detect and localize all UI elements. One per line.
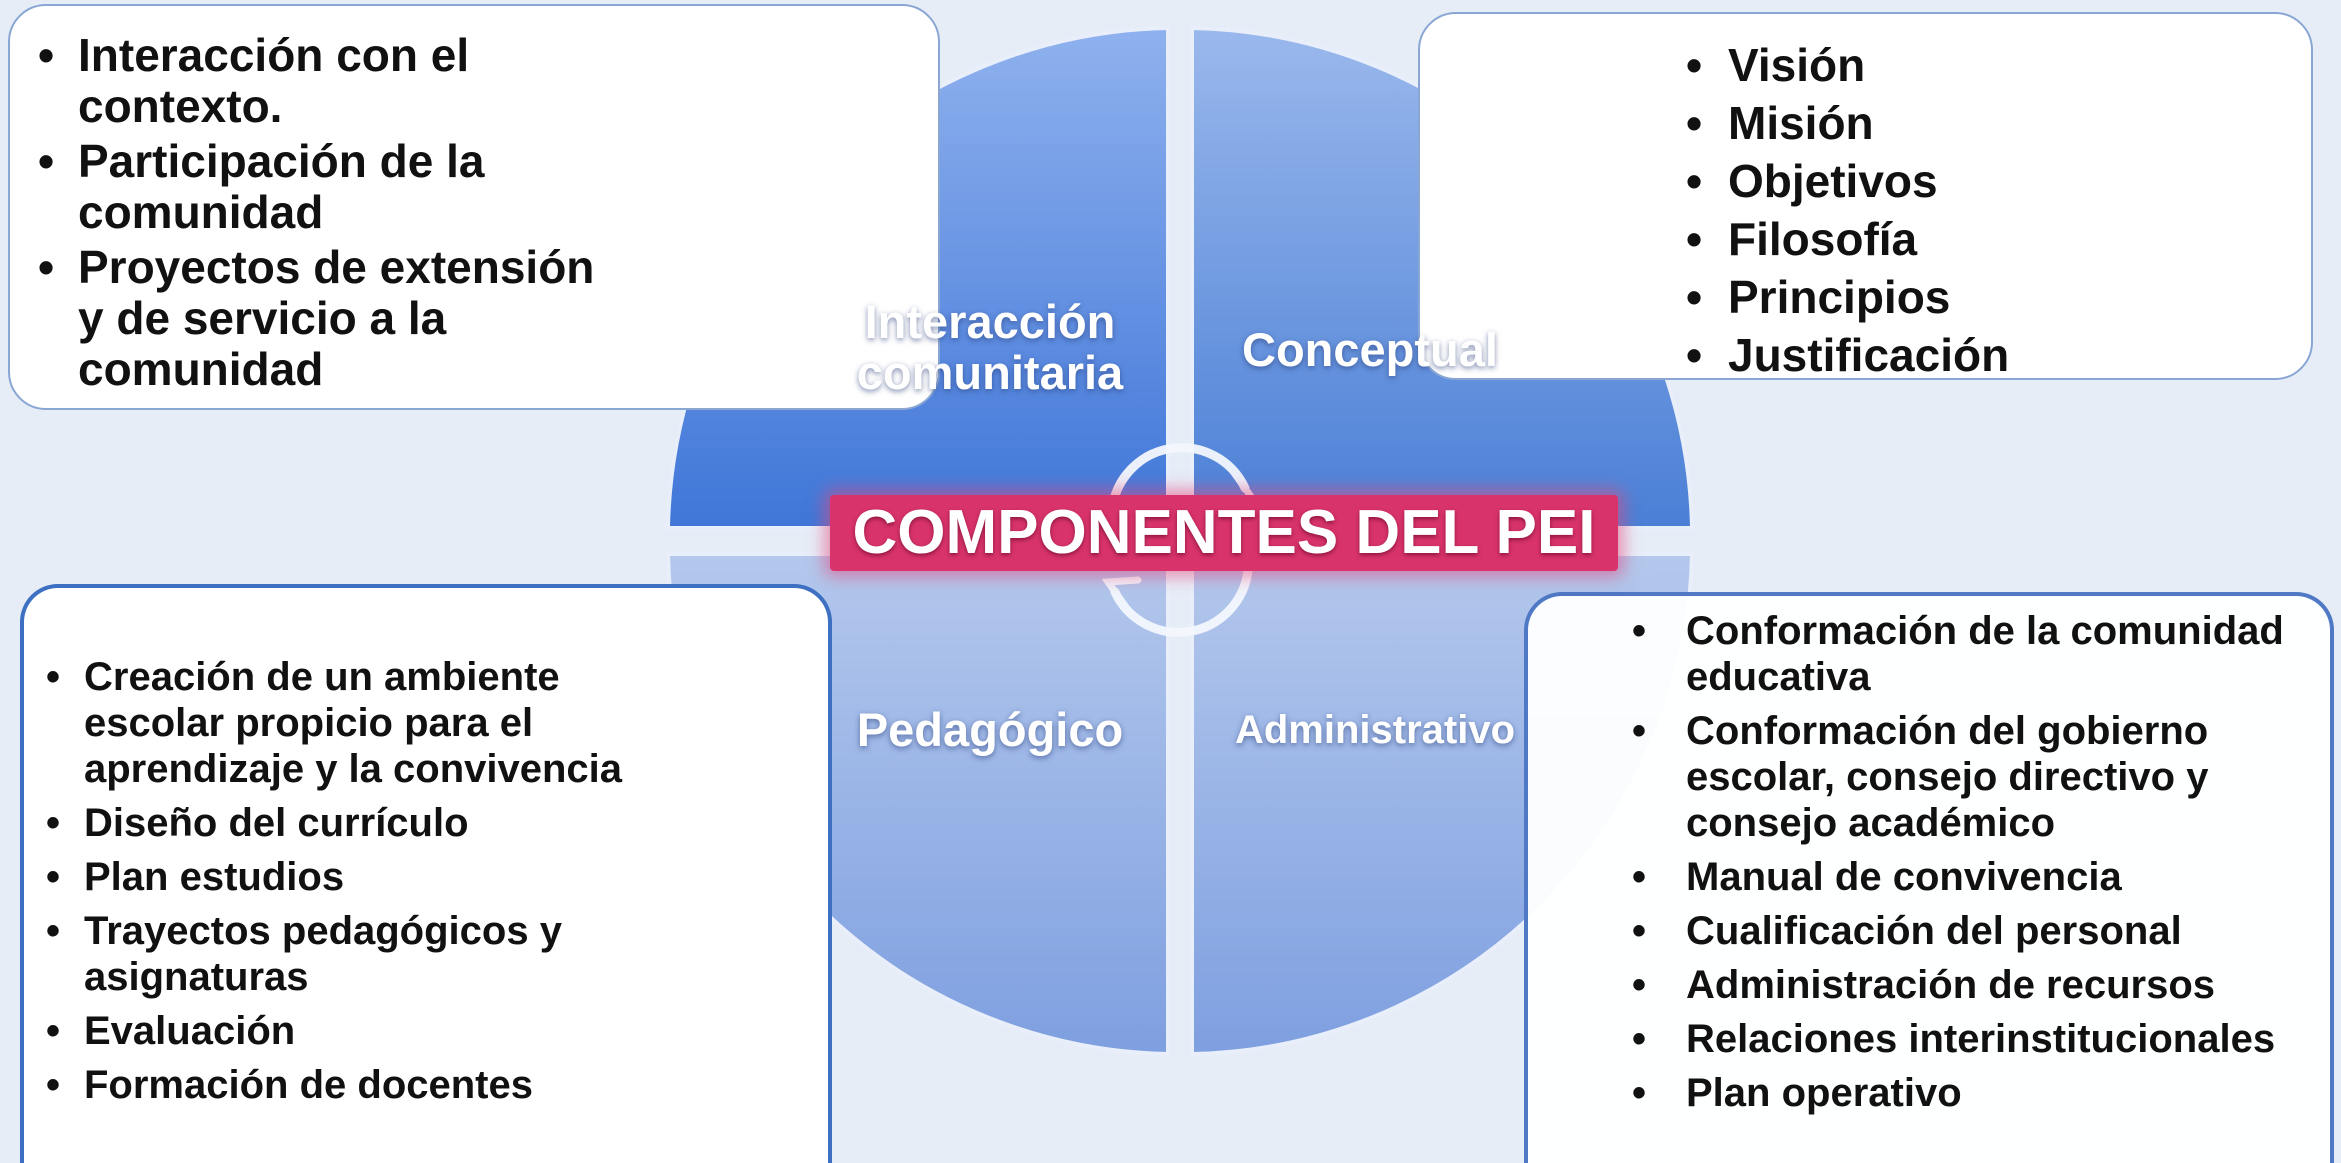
diagram-title: COMPONENTES DEL PEI <box>852 498 1596 567</box>
list-item: Manual de convivencia <box>1632 854 2326 900</box>
list-item: Visión <box>1682 36 2009 94</box>
label-pedagogico: Pedagógico <box>856 703 1124 756</box>
label-interaccion-comunitaria: Interacción comunitaria <box>840 296 1140 398</box>
box-interaccion-comunitaria: Interacción con el contexto. Participaci… <box>8 4 940 410</box>
list-item: Plan operativo <box>1632 1070 2326 1116</box>
list-item: Justificación <box>1682 326 2009 384</box>
list-item: Creación de un ambiente escolar propicio… <box>42 654 642 792</box>
list-item: Filosofía <box>1682 210 2009 268</box>
list-item: Plan estudios <box>42 854 642 900</box>
list-item: Principios <box>1682 268 2009 326</box>
list-item: Cualificación del personal <box>1632 908 2326 954</box>
list-item: Evaluación <box>42 1008 642 1054</box>
list-item: Formación de docentes <box>42 1062 642 1108</box>
list-item: Participación de la comunidad <box>32 136 632 238</box>
list-item: Diseño del currículo <box>42 800 642 846</box>
label-administrativo: Administrativo <box>1234 708 1516 752</box>
label-line: Interacción <box>864 295 1116 348</box>
list-item: Trayectos pedagógicos y asignaturas <box>42 908 642 1000</box>
list-item: Conformación de la comunidad educativa <box>1632 608 2326 700</box>
label-line: comunitaria <box>856 346 1124 399</box>
list-item: Administración de recursos <box>1632 962 2326 1008</box>
list-item: Relaciones interinstitucionales <box>1632 1016 2326 1062</box>
box-administrativo: Conformación de la comunidad educativa C… <box>1524 592 2334 1163</box>
box-conceptual: Visión Misión Objetivos Filosofía Princi… <box>1418 12 2313 384</box>
list-item: Interacción con el contexto. <box>32 30 632 132</box>
list-item: Conformación del gobierno escolar, conse… <box>1632 708 2326 846</box>
list-pedagogico: Creación de un ambiente escolar propicio… <box>42 654 642 1116</box>
title-banner <box>830 495 1618 571</box>
list-item: Proyectos de extensión y de servicio a l… <box>32 242 632 395</box>
cycle-arrows-icon <box>1101 443 1259 637</box>
label-conceptual: Conceptual <box>1242 323 1498 376</box>
list-item: Objetivos <box>1682 152 2009 210</box>
list-interaccion-comunitaria: Interacción con el contexto. Participaci… <box>32 30 632 399</box>
list-conceptual: Visión Misión Objetivos Filosofía Princi… <box>1682 36 2009 384</box>
list-item: Misión <box>1682 94 2009 152</box>
box-pedagogico: Creación de un ambiente escolar propicio… <box>20 584 832 1163</box>
list-administrativo: Conformación de la comunidad educativa C… <box>1632 608 2326 1124</box>
